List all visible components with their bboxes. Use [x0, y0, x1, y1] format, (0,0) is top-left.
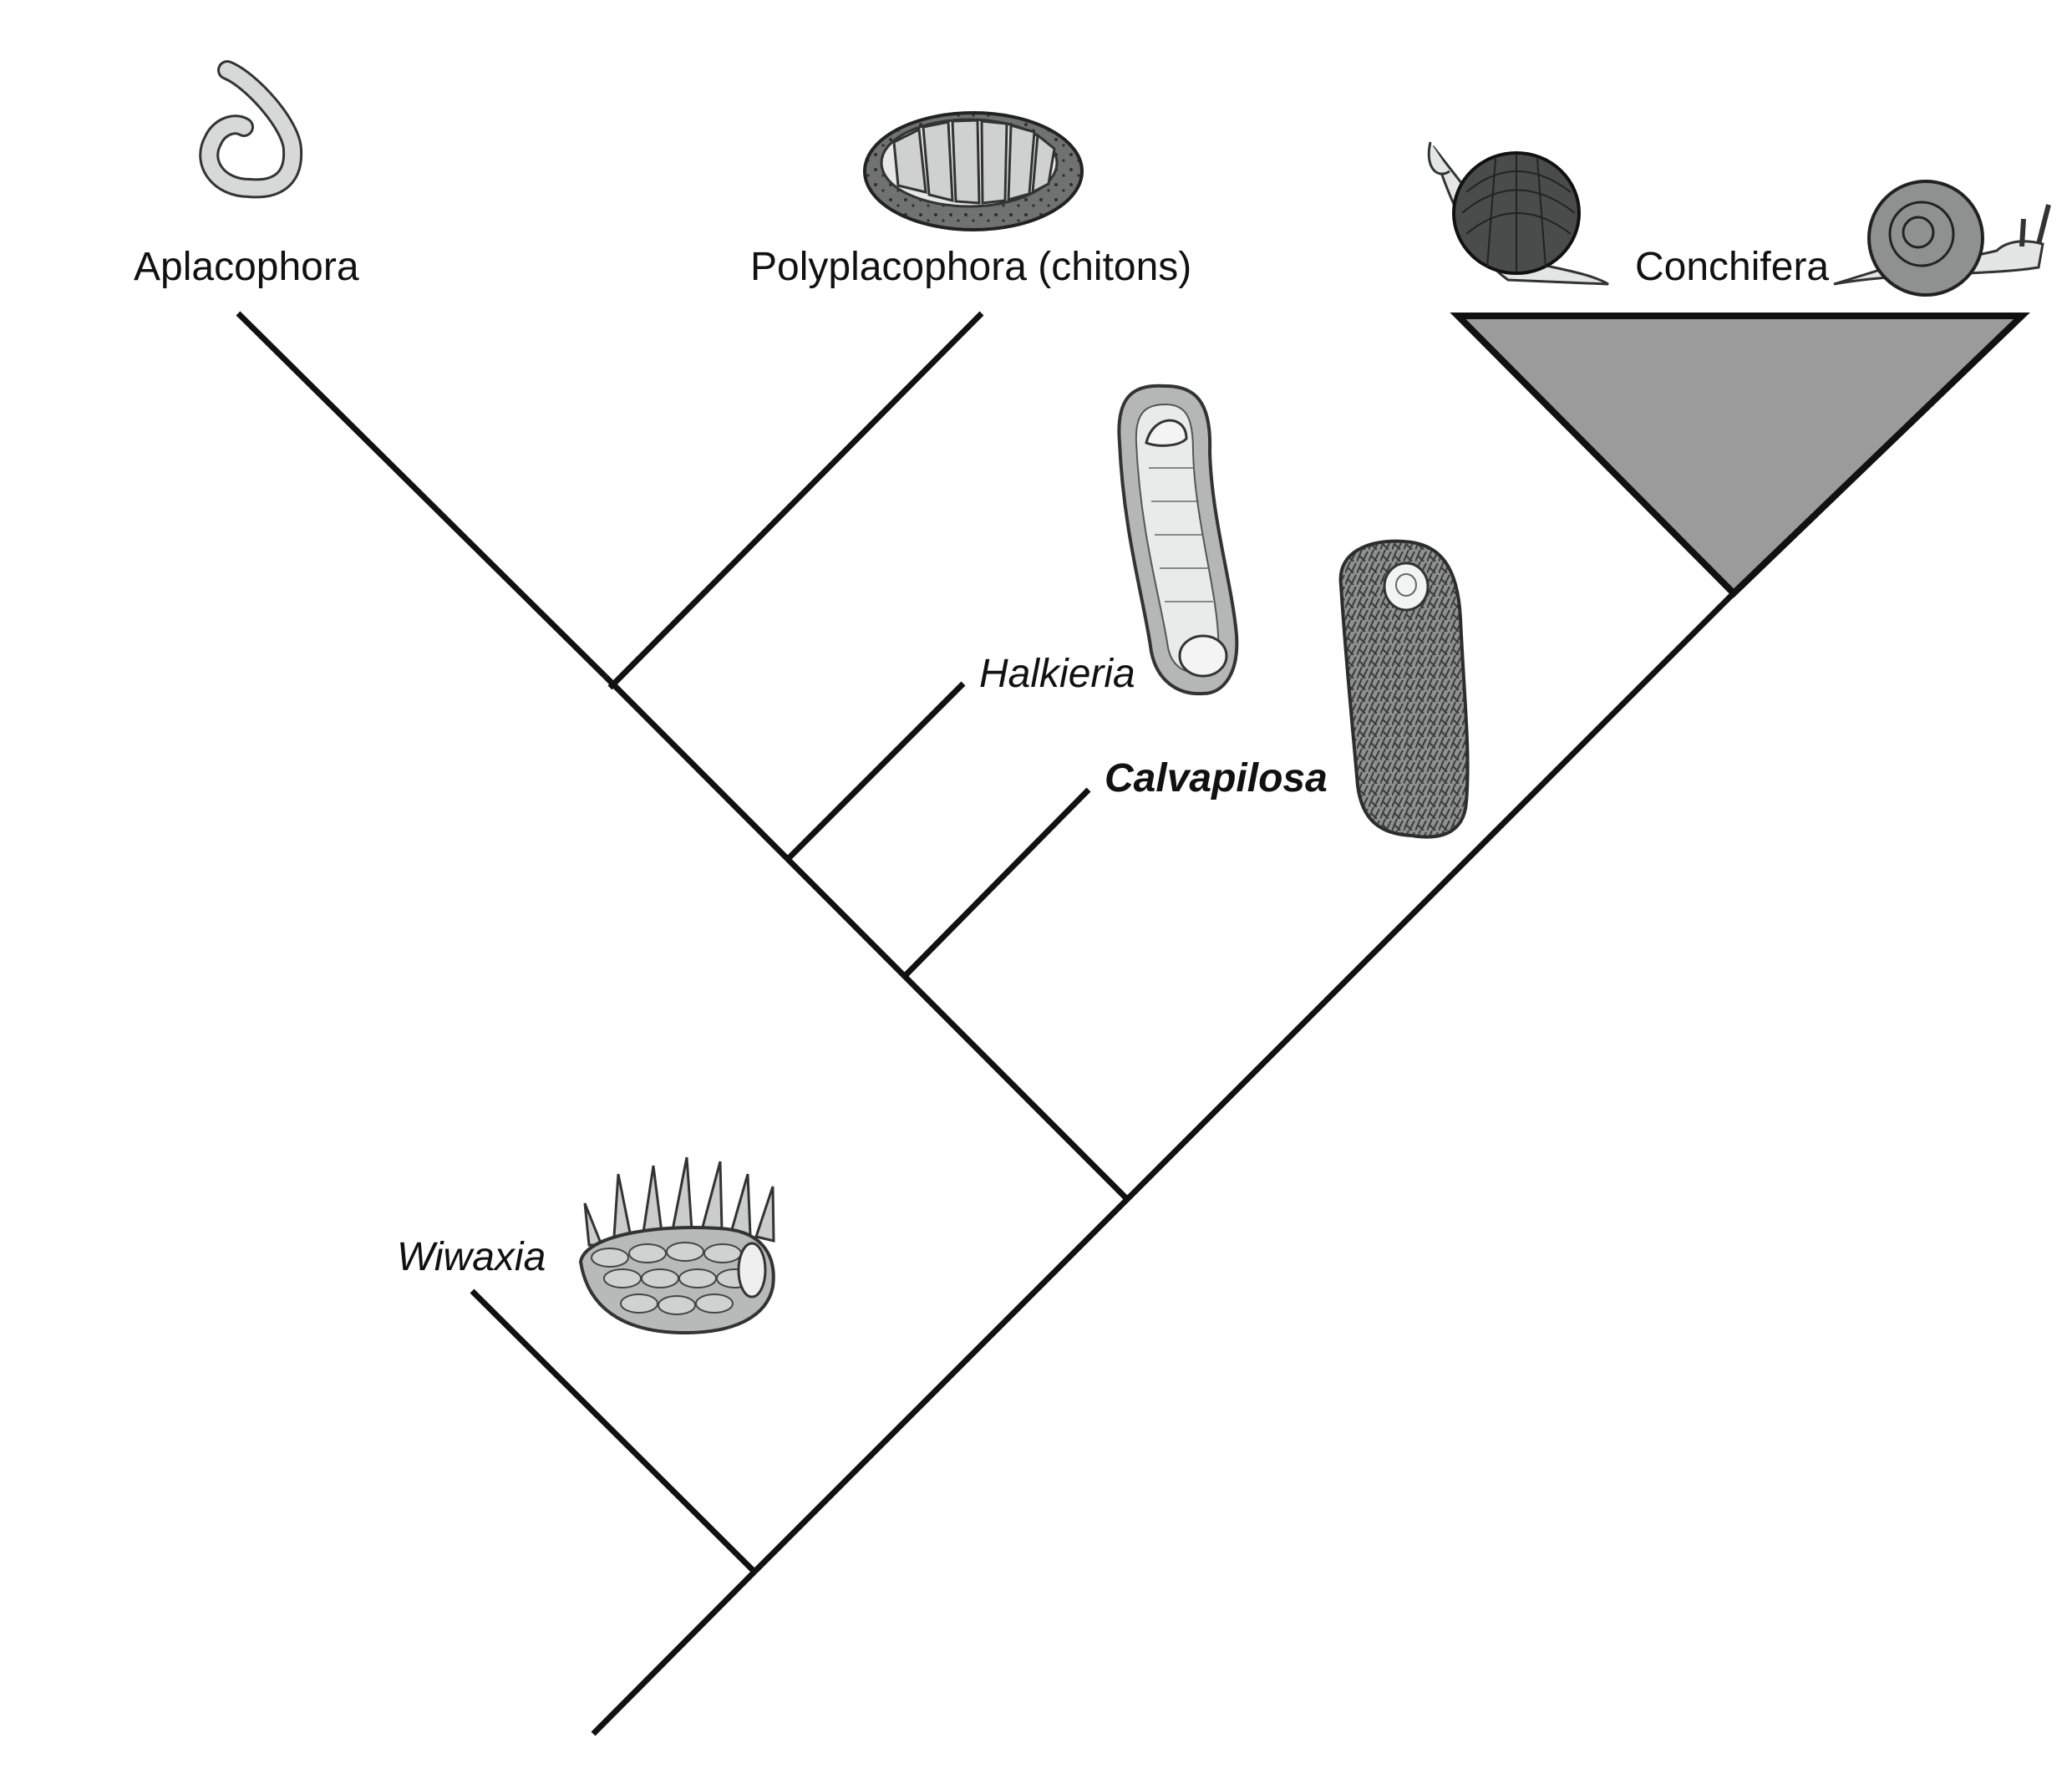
branch-aplacophora: [236, 311, 608, 679]
label-aplacophora: Aplacophora: [134, 245, 359, 289]
branch-calvapilosa: [902, 787, 1091, 978]
branch-main-stem: [752, 591, 1736, 1574]
branch-wiwaxia: [470, 1288, 757, 1574]
calvapilosa-icon: [1338, 539, 1470, 839]
label-halkieria: Halkieria: [979, 652, 1135, 696]
halkieria-icon: [1117, 384, 1239, 696]
label-polyplacophora: Polyplacophora (chitons): [750, 245, 1191, 289]
wiwaxia-icon: [578, 1156, 775, 1335]
branch-polyplacophora: [607, 311, 984, 690]
label-wiwaxia: Wiwaxia: [397, 1235, 546, 1279]
label-conchifera: Conchifera: [1635, 245, 1829, 289]
branch-aculifera-stem: [603, 674, 1130, 1202]
tree-branches: [236, 311, 1736, 1736]
snail-icon: [1833, 180, 2051, 297]
branch-halkieria: [785, 681, 966, 862]
label-calvapilosa: Calvapilosa: [1105, 756, 1328, 801]
conchifera-clade-triangle: [1450, 313, 2030, 598]
branch-root: [591, 1569, 757, 1736]
aplacophoran-worm-icon: [199, 60, 303, 199]
bivalve-icon: [1427, 141, 1609, 286]
chiton-icon: [863, 111, 1084, 231]
